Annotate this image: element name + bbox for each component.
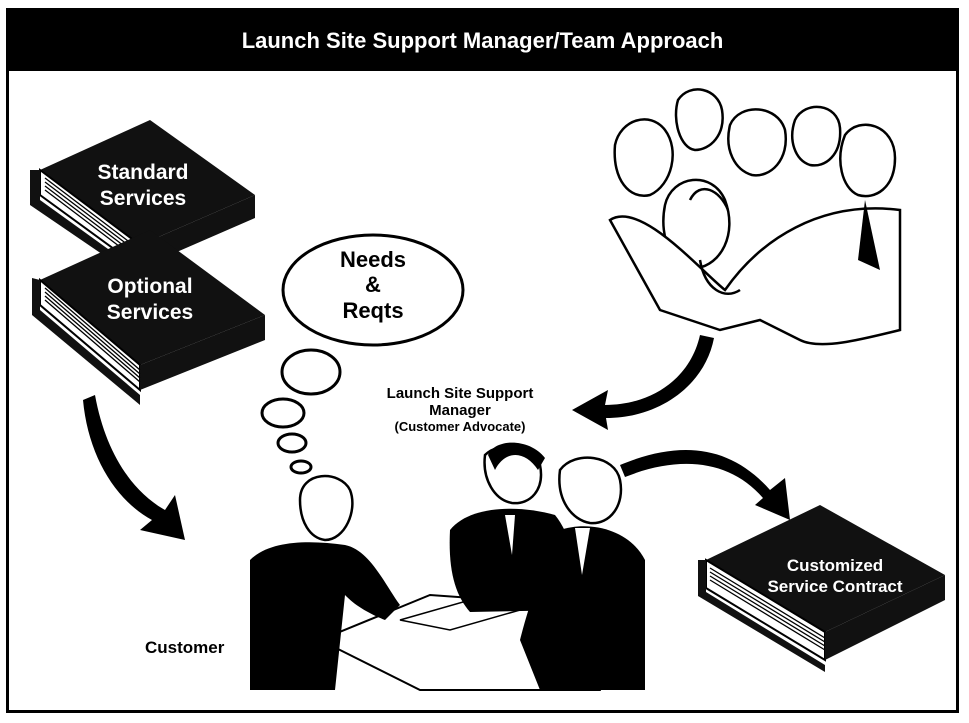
contract-label-line-1: Customized (786, 556, 884, 575)
optional-services-book (32, 230, 265, 405)
bubble-line-1: Needs (339, 247, 407, 272)
diagram-title: Launch Site Support Manager/Team Approac… (241, 28, 724, 53)
arrow-team-to-manager (572, 335, 714, 430)
arrow-meeting-to-contract (620, 450, 790, 520)
manager-label: Launch Site Support Manager (Customer Ad… (360, 385, 560, 434)
thought-bubble-text: Needs & Reqts (323, 247, 423, 323)
manager-label-line-2: Manager (429, 402, 491, 420)
manager-label-line-1: Launch Site Support (386, 385, 534, 402)
optional-services-label: Optional Services (85, 274, 215, 327)
standard-label-line-1: Standard (97, 161, 189, 184)
contract-book (698, 505, 945, 672)
contract-label: Customized Service Contract (745, 555, 925, 598)
customer-label: Customer (145, 638, 225, 657)
bubble-line-3: Reqts (342, 297, 404, 323)
thought-bubble (260, 233, 465, 475)
contract-label-line-2: Service Contract (767, 577, 903, 597)
title-bar: Launch Site Support Manager/Team Approac… (9, 11, 956, 71)
arrow-services-to-customer (83, 395, 185, 540)
team-people-illustration (608, 88, 902, 346)
optional-label-line-2: Services (106, 301, 194, 325)
optional-label-line-1: Optional (107, 275, 193, 298)
manager-label-line-3: (Customer Advocate) (394, 418, 526, 434)
standard-label-line-2: Services (99, 187, 187, 211)
bubble-line-2: & (365, 272, 381, 298)
standard-services-book (30, 120, 255, 280)
standard-services-label: Standard Services (78, 160, 208, 213)
meeting-illustration (250, 442, 645, 691)
